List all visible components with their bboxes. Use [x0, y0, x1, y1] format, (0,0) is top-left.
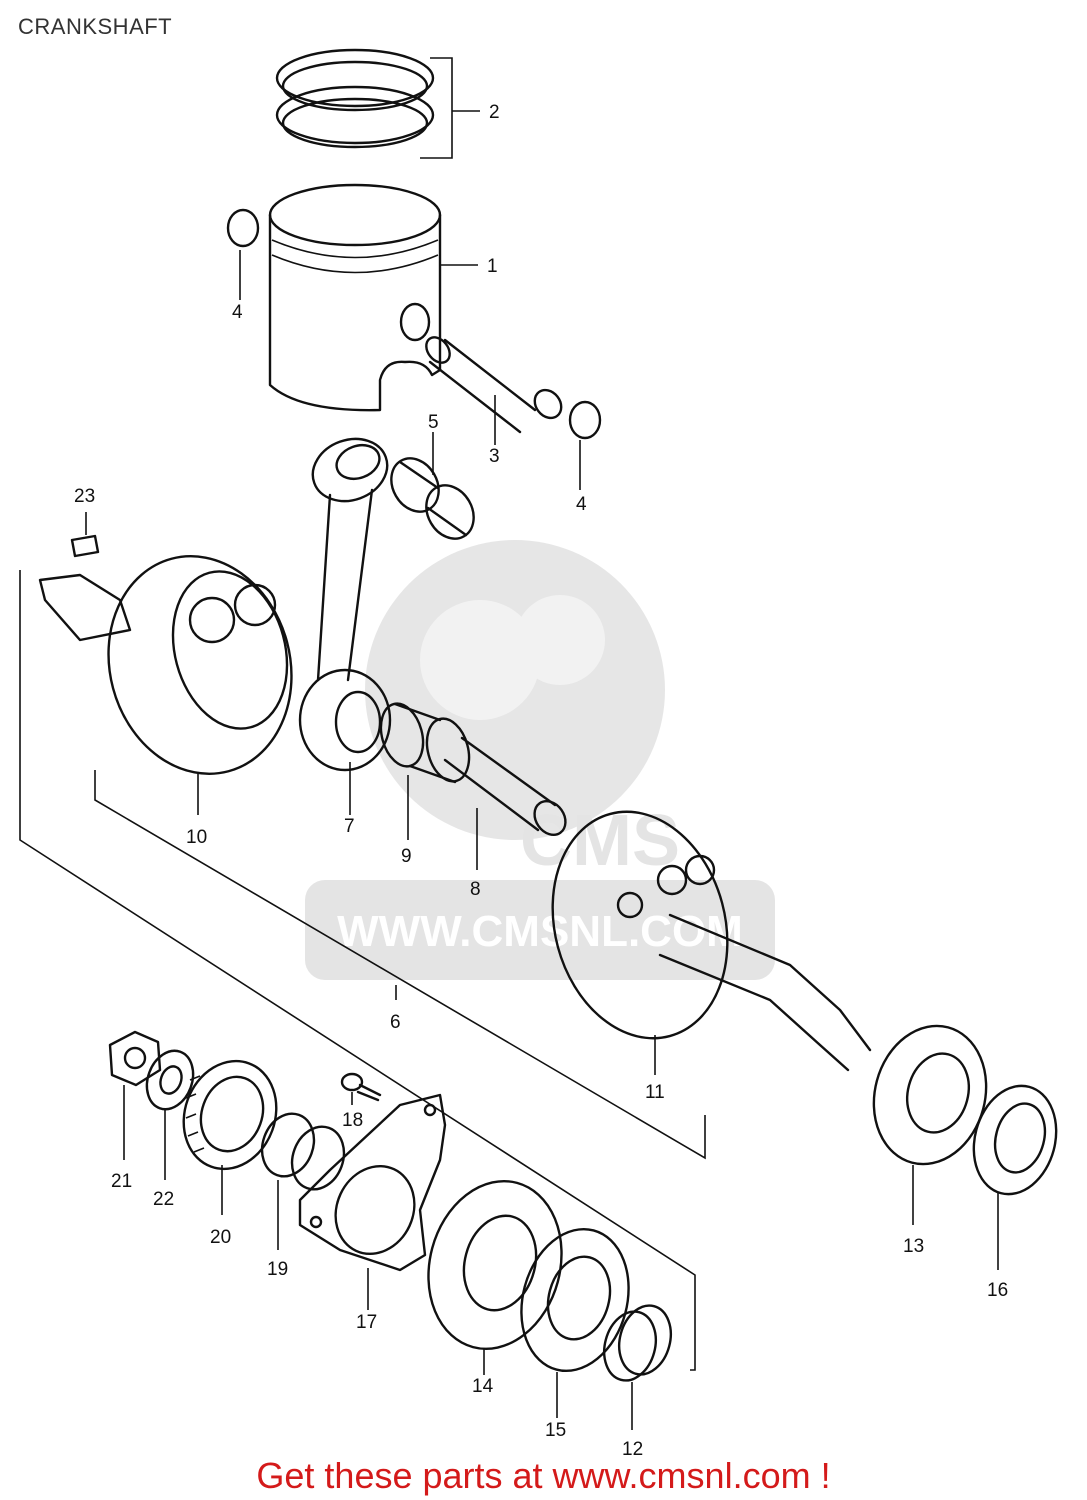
watermark: WWW.CMSNL.COM CMS	[305, 540, 775, 980]
small-end-bearing	[390, 432, 475, 540]
spacer	[260, 1112, 346, 1250]
callout-4b: 4	[576, 494, 587, 515]
connecting-rod	[298, 437, 392, 815]
left-bearing	[427, 1179, 563, 1375]
callout-1: 1	[487, 256, 498, 277]
callout-19: 19	[267, 1259, 288, 1280]
callout-12: 12	[622, 1439, 643, 1460]
washer	[145, 1049, 195, 1180]
callout-21: 21	[111, 1171, 132, 1192]
callout-16: 16	[987, 1280, 1008, 1301]
retainer-plate	[298, 1093, 447, 1310]
callout-17: 17	[356, 1312, 377, 1333]
circlip-lower	[568, 400, 602, 440]
right-bearing	[872, 1024, 988, 1225]
callout-6: 6	[390, 1012, 401, 1033]
crank-pin	[443, 736, 567, 870]
page-title: CRANKSHAFT	[18, 14, 173, 39]
callout-2: 2	[489, 102, 500, 123]
piston-pin	[425, 336, 563, 445]
watermark-text: WWW.CMSNL.COM	[337, 907, 743, 956]
callout-15: 15	[545, 1420, 566, 1441]
big-end-bearing	[379, 702, 471, 840]
callouts: 1 2 3 4 4 5 6 7 8 9 10 11 12 13 14 15 16…	[74, 102, 1008, 1460]
callout-22: 22	[153, 1189, 174, 1210]
right-oil-seal	[972, 1084, 1058, 1270]
woodruff-key	[70, 534, 100, 558]
screw	[340, 1072, 382, 1105]
callout-8: 8	[470, 879, 481, 900]
assembly-bracket	[19, 570, 706, 1371]
piston	[268, 183, 478, 412]
callout-11: 11	[645, 1082, 665, 1103]
collar	[603, 1304, 672, 1430]
callout-13: 13	[903, 1236, 924, 1257]
primary-drive-gear	[182, 1059, 278, 1215]
callout-3: 3	[489, 446, 500, 467]
nut	[108, 1030, 162, 1160]
crank-half-left	[38, 555, 293, 815]
watermark-logo-letters: CMS	[520, 801, 680, 881]
callout-7: 7	[344, 816, 355, 837]
circlip-upper	[226, 208, 260, 248]
callout-10: 10	[186, 827, 207, 848]
callout-5: 5	[428, 412, 439, 433]
callout-4a: 4	[232, 302, 243, 323]
callout-9: 9	[401, 846, 412, 867]
piston-rings	[275, 48, 480, 159]
callout-14: 14	[472, 1376, 494, 1397]
callout-20: 20	[210, 1227, 231, 1248]
footer-link-text[interactable]: Get these parts at www.cmsnl.com !	[256, 1455, 831, 1496]
left-oil-seal	[520, 1227, 630, 1418]
callout-23: 23	[74, 486, 95, 507]
crank-half-right	[551, 810, 872, 1075]
callout-18: 18	[342, 1110, 363, 1131]
